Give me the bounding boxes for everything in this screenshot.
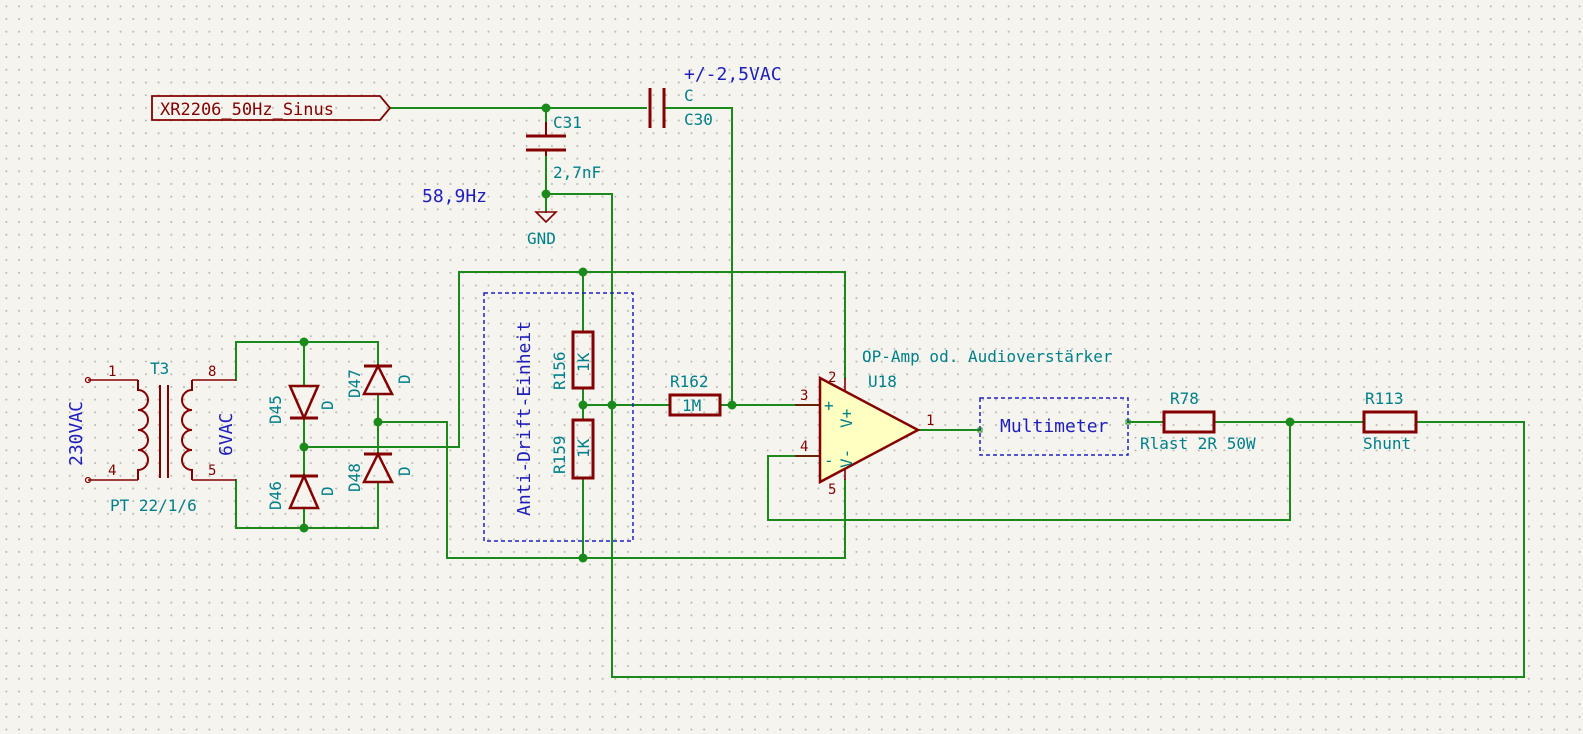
diode-d47[interactable]: D47 D	[345, 363, 414, 398]
r162-value: 1M	[682, 396, 701, 415]
d46-ref: D46	[266, 481, 285, 510]
u18-pin2: 2	[828, 370, 836, 386]
t3-pin8: 8	[208, 364, 216, 380]
t3-pin1: 1	[108, 364, 116, 380]
global-label-xr2206[interactable]: XR2206_50Hz_Sinus	[151, 95, 392, 121]
u18-pin5: 5	[828, 482, 836, 498]
junctions	[299, 103, 1295, 563]
r162-ref: R162	[670, 372, 709, 391]
u18-pin1: 1	[926, 413, 934, 429]
c31-value: 2,7nF	[553, 163, 601, 182]
t3-ref: T3	[150, 359, 169, 378]
r156-ref: R156	[550, 351, 569, 390]
u18-minus-sign: -	[824, 451, 834, 470]
gnd-label: GND	[527, 229, 556, 248]
r113-value: Shunt	[1363, 434, 1411, 453]
d46-value: D	[318, 486, 337, 496]
t3-pin5: 5	[208, 463, 216, 479]
u18-plus-sign: +	[824, 396, 834, 415]
svg-text:XR2206_50Hz_Sinus: XR2206_50Hz_Sinus	[160, 100, 334, 120]
freq-note: 58,9Hz	[422, 186, 487, 207]
d47-ref: D47	[345, 369, 364, 398]
vac-note: +/-2,5VAC	[684, 64, 782, 85]
u18-ref: U18	[868, 372, 897, 391]
d48-ref: D48	[345, 463, 364, 492]
gnd-symbol: GND	[527, 211, 558, 248]
d48-value: D	[395, 466, 414, 476]
diode-d48[interactable]: D48 D	[345, 451, 414, 492]
c30-ref: C30	[684, 110, 713, 129]
r78-ref: R78	[1170, 389, 1199, 408]
d45-ref: D45	[266, 395, 285, 424]
resistor-r113[interactable]: R113 Shunt	[1362, 389, 1418, 453]
d47-value: D	[395, 374, 414, 384]
diode-d45[interactable]: D45 D	[266, 384, 337, 424]
secondary-voltage-note: 6VAC	[216, 413, 237, 456]
diode-d46[interactable]: D46 D	[266, 472, 337, 510]
resistor-r78[interactable]: R78 Rlast 2R 50W	[1140, 389, 1256, 453]
u18-vplus: V+	[837, 409, 856, 428]
resistor-r159[interactable]: R159 1K	[550, 418, 595, 480]
multimeter-label: Multimeter	[1000, 416, 1109, 437]
d45-value: D	[318, 400, 337, 410]
resistor-r162[interactable]: R162 1M	[668, 372, 722, 417]
c31-ref: C31	[553, 113, 582, 132]
multimeter-block[interactable]: Multimeter	[977, 397, 1131, 456]
opamp-note: OP-Amp od. Audioverstärker	[862, 347, 1113, 366]
transformer-t3[interactable]: 1 4 8 5 T3 PT 22/1/6	[84, 359, 237, 515]
opamp-u18[interactable]: U18 3 4 2 5 1 + - V+ V-	[795, 370, 934, 498]
r78-value: Rlast 2R 50W	[1140, 434, 1256, 453]
r113-ref: R113	[1365, 389, 1404, 408]
r156-value: 1K	[574, 352, 593, 372]
r159-ref: R159	[550, 435, 569, 474]
anti-drift-label: Anti-Drift-Einheit	[514, 321, 535, 516]
t3-value: PT 22/1/6	[110, 496, 197, 515]
u18-pin4: 4	[800, 439, 808, 455]
capacitor-c30[interactable]: C C30	[648, 86, 713, 129]
anti-drift-block: Anti-Drift-Einheit	[483, 292, 634, 542]
wires	[235, 107, 1525, 678]
c30-value: C	[684, 86, 694, 105]
r159-value: 1K	[574, 438, 593, 458]
resistor-r156[interactable]: R156 1K	[550, 330, 595, 390]
u18-vminus: V-	[837, 449, 856, 468]
primary-voltage-note: 230VAC	[66, 401, 87, 466]
u18-pin3: 3	[800, 388, 808, 404]
t3-pin4: 4	[108, 463, 116, 479]
capacitor-c31[interactable]: C31 2,7nF	[526, 113, 601, 182]
